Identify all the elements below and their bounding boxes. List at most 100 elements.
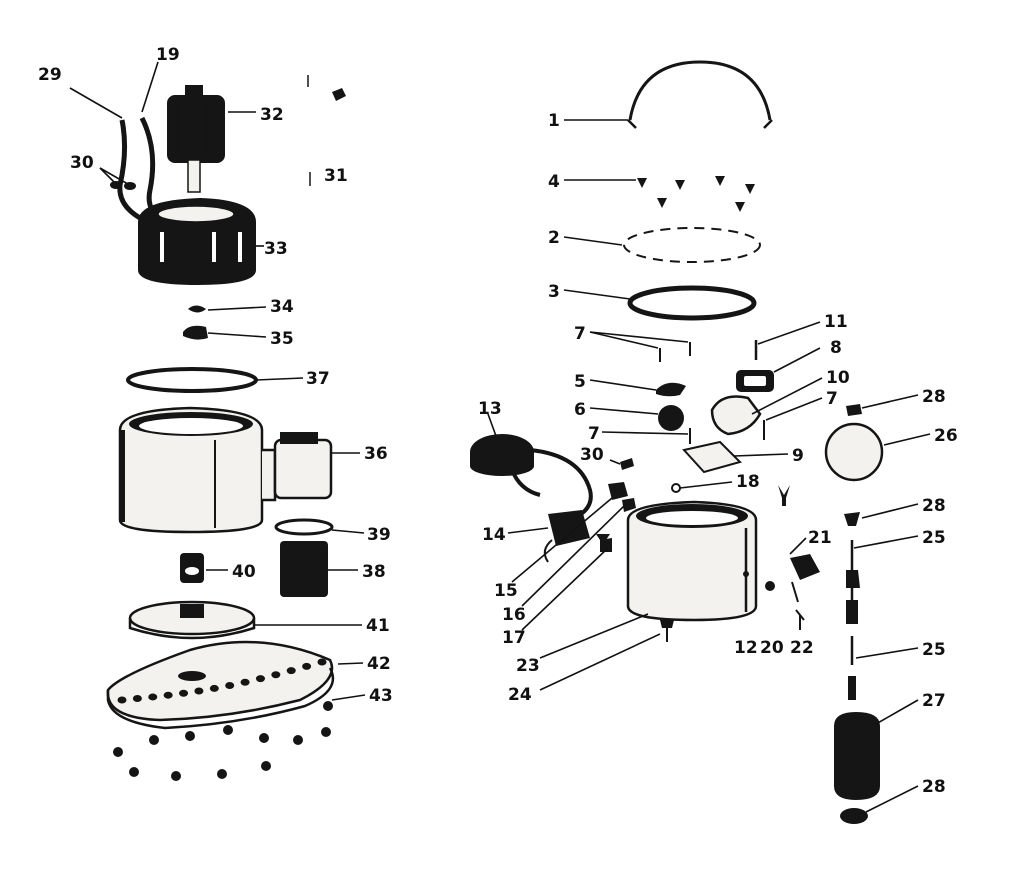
callout-27: 27 bbox=[922, 691, 946, 711]
callout-12: 12 bbox=[734, 638, 758, 658]
callout-42: 42 bbox=[367, 654, 391, 674]
leader-5 bbox=[589, 379, 657, 391]
part-43-screw bbox=[261, 761, 271, 771]
base-hole bbox=[209, 684, 219, 692]
leader-7b bbox=[765, 397, 823, 421]
leader-13 bbox=[487, 413, 497, 437]
part-4-fastener bbox=[715, 176, 725, 186]
leader-25b bbox=[855, 647, 919, 659]
base-hole bbox=[286, 667, 296, 675]
callout-25: 25 bbox=[922, 528, 946, 548]
leader-7-to-b bbox=[589, 331, 689, 343]
part-8-switch bbox=[736, 370, 774, 392]
leader-7c bbox=[601, 431, 689, 435]
part-18-screw bbox=[671, 483, 681, 493]
callout-3: 3 bbox=[548, 282, 560, 302]
callout-29: 29 bbox=[38, 65, 62, 85]
leader-21 bbox=[789, 537, 807, 555]
leader-25a bbox=[853, 535, 919, 549]
leader-19 bbox=[141, 61, 159, 113]
callout-34: 34 bbox=[270, 297, 294, 317]
part-43-screw bbox=[185, 731, 195, 741]
callout-18: 18 bbox=[736, 472, 760, 492]
part-35-clip bbox=[183, 325, 208, 340]
callout-9: 9 bbox=[792, 446, 804, 466]
part-24-screw bbox=[660, 620, 674, 642]
part-30-clip bbox=[620, 458, 634, 470]
base-hole bbox=[117, 696, 127, 704]
callout-22: 22 bbox=[790, 638, 814, 658]
callout-36: 36 bbox=[364, 444, 388, 464]
part-43-screw bbox=[129, 767, 139, 777]
leader-18 bbox=[679, 481, 733, 489]
part-28-nut bbox=[844, 512, 860, 526]
part-10-bracket bbox=[710, 395, 762, 436]
part-38-filter bbox=[280, 541, 328, 597]
callout-30: 30 bbox=[70, 153, 94, 173]
loose-screws bbox=[113, 701, 333, 781]
wire-29 bbox=[117, 119, 142, 221]
callout-13: 13 bbox=[478, 399, 502, 419]
leader-10 bbox=[751, 377, 823, 415]
callout-24: 24 bbox=[508, 685, 532, 705]
leader-2 bbox=[563, 236, 623, 246]
leader-28a bbox=[861, 394, 919, 409]
part-lock-washer bbox=[778, 485, 790, 506]
leader-14 bbox=[507, 527, 549, 534]
part-14-lead bbox=[543, 539, 553, 563]
part-43-screw bbox=[259, 733, 269, 743]
base-hole bbox=[148, 693, 158, 701]
callout-17: 17 bbox=[502, 628, 526, 648]
leader-29 bbox=[69, 87, 123, 119]
callout-15: 15 bbox=[494, 581, 518, 601]
leader-35 bbox=[207, 332, 267, 338]
callout-7: 7 bbox=[574, 324, 586, 344]
part-42-base bbox=[106, 640, 335, 730]
part-3-gasket bbox=[627, 285, 757, 321]
part-36-housing bbox=[118, 406, 333, 534]
leader-39 bbox=[331, 529, 365, 534]
part-25-link bbox=[848, 676, 856, 700]
part-6-ball bbox=[658, 405, 684, 431]
leader-7-to-a bbox=[589, 331, 659, 349]
base-hole bbox=[163, 691, 173, 699]
base-hole bbox=[240, 678, 250, 686]
part-40-hub bbox=[180, 553, 204, 583]
callout-19: 19 bbox=[156, 45, 180, 65]
callout-10: 10 bbox=[826, 368, 850, 388]
base-hole bbox=[317, 658, 327, 666]
part-4-fastener bbox=[745, 184, 755, 194]
callout-8: 8 bbox=[830, 338, 842, 358]
part-4-fasteners bbox=[637, 176, 755, 212]
part-43-screw bbox=[321, 727, 331, 737]
part-4-fastener bbox=[637, 178, 647, 188]
part-4-fastener bbox=[657, 198, 667, 208]
base-holes bbox=[117, 658, 327, 704]
part-16-connector bbox=[622, 498, 636, 512]
part-41-impeller bbox=[128, 600, 256, 640]
callout-28: 28 bbox=[922, 387, 946, 407]
part-12-screw bbox=[765, 581, 775, 591]
part-5-clip bbox=[656, 382, 686, 397]
base-hole bbox=[179, 689, 189, 697]
callout-30: 30 bbox=[580, 445, 604, 465]
leader-27 bbox=[875, 699, 919, 725]
leader-11 bbox=[757, 321, 821, 345]
callout-1: 1 bbox=[548, 111, 560, 131]
callout-20: 20 bbox=[760, 638, 784, 658]
base-hole bbox=[255, 675, 265, 683]
part-20-lever bbox=[791, 581, 799, 603]
callout-4: 4 bbox=[548, 172, 560, 192]
part-15-connector bbox=[608, 482, 628, 500]
part-43-screw bbox=[223, 725, 233, 735]
callout-28: 28 bbox=[922, 777, 946, 797]
callout-6: 6 bbox=[574, 400, 586, 420]
part-43-screw bbox=[149, 735, 159, 745]
callout-35: 35 bbox=[270, 329, 294, 349]
part-27-weight bbox=[834, 712, 880, 800]
part-side-screw bbox=[596, 534, 610, 552]
leader-28c bbox=[865, 785, 919, 813]
base-hole bbox=[132, 695, 142, 703]
part-31-screw bbox=[332, 88, 346, 101]
callout-7: 7 bbox=[588, 424, 600, 444]
